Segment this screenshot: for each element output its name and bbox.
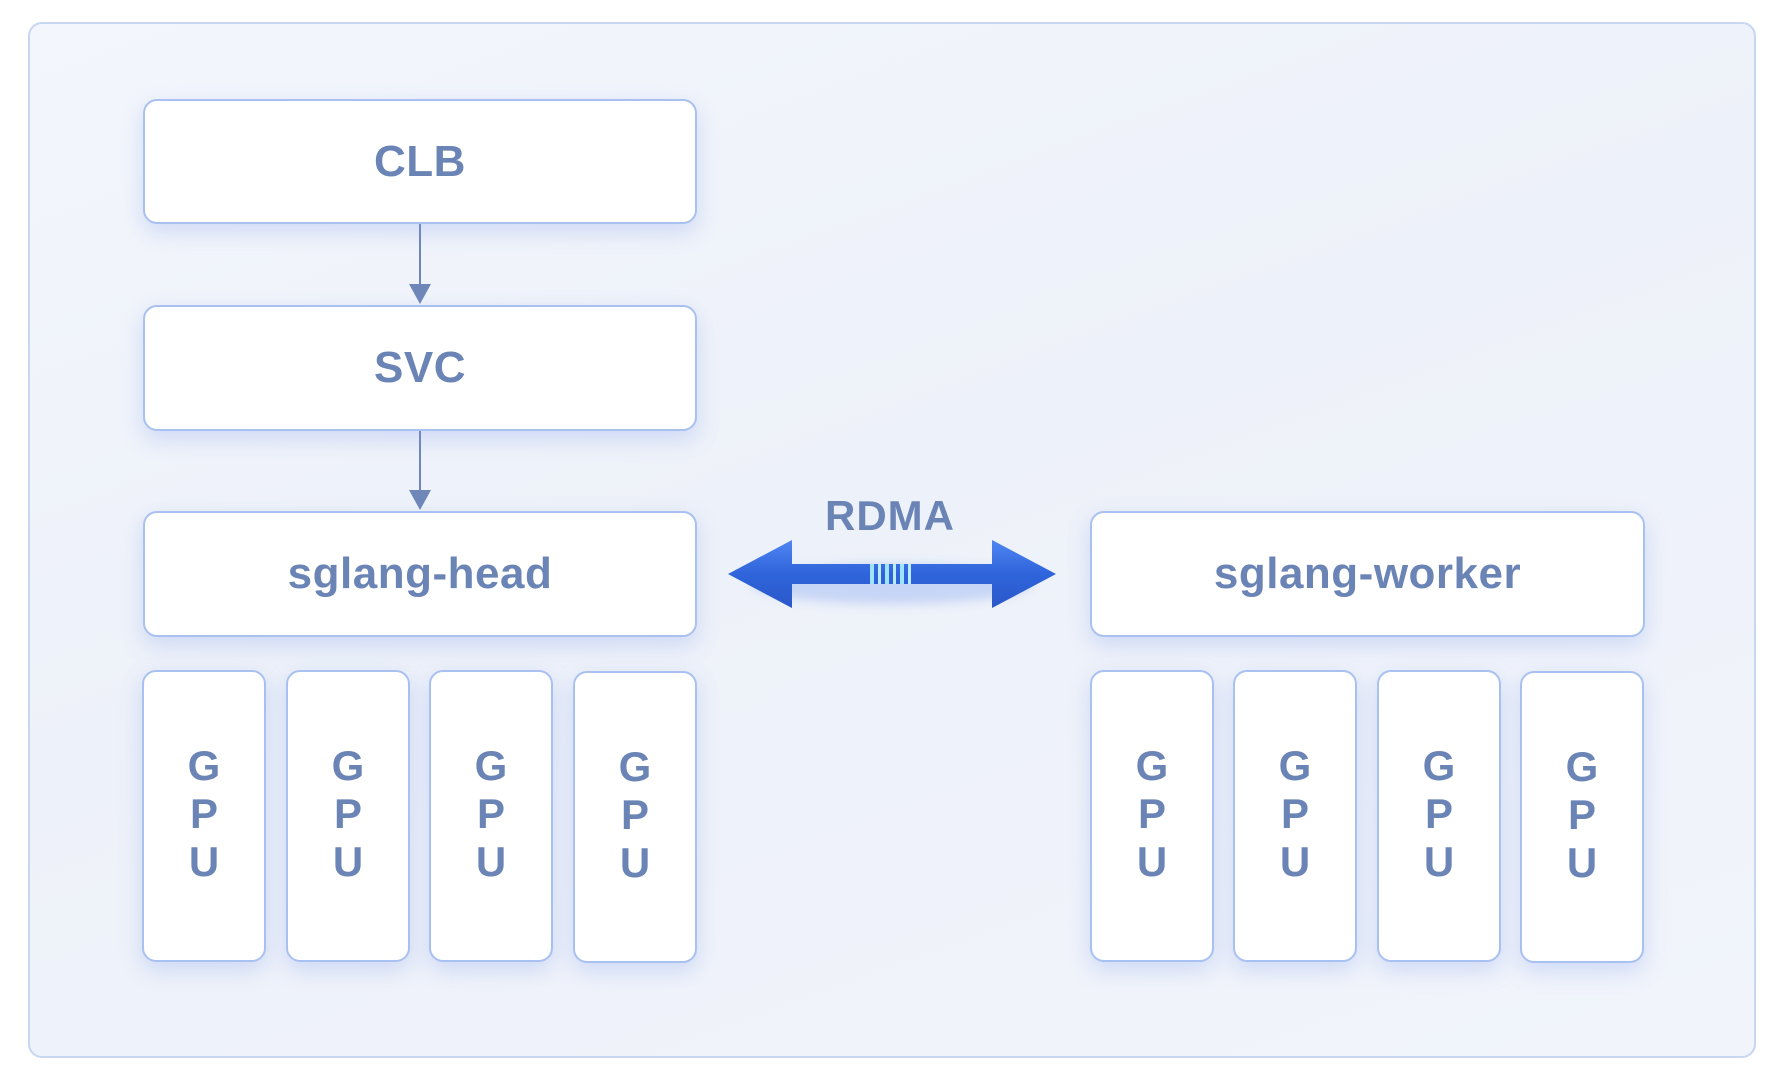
sglang-head-node: sglang-head (143, 511, 697, 637)
head-gpu-1-label: GPU (187, 742, 221, 885)
sglang-head-label: sglang-head (287, 549, 553, 598)
head-gpu-1: GPU (142, 670, 266, 962)
rdma-stripe-5 (900, 564, 904, 584)
sglang-worker-label: sglang-worker (1213, 549, 1522, 598)
clb-node: CLB (143, 99, 697, 224)
head-gpu-2: GPU (286, 670, 410, 962)
rdma-arrow-body (728, 540, 1056, 608)
worker-gpu-3: GPU (1377, 670, 1501, 962)
worker-gpu-4: GPU (1520, 671, 1644, 963)
rdma-stripe-3 (885, 564, 889, 584)
worker-gpu-1-label: GPU (1135, 742, 1169, 885)
head-gpu-4: GPU (573, 671, 697, 963)
head-gpu-4-label: GPU (618, 743, 652, 886)
worker-gpu-1: GPU (1090, 670, 1214, 962)
rdma-stripe-1 (870, 564, 874, 584)
sglang-worker-node: sglang-worker (1090, 511, 1645, 637)
head-gpu-3: GPU (429, 670, 553, 962)
arrowhead-clb-svc (409, 284, 431, 304)
head-gpu-3-label: GPU (474, 742, 508, 885)
rdma-label: RDMA (825, 492, 955, 539)
rdma-stripe-6 (908, 564, 911, 584)
svc-label: SVC (374, 343, 466, 392)
arrowhead-svc-head (409, 490, 431, 510)
head-gpu-2-label: GPU (331, 742, 365, 885)
worker-gpu-4-label: GPU (1565, 743, 1599, 886)
rdma-double-arrow (728, 540, 1056, 608)
worker-gpu-2-label: GPU (1278, 742, 1312, 885)
clb-label: CLB (374, 136, 466, 186)
svc-node: SVC (143, 305, 697, 431)
worker-gpu-2: GPU (1233, 670, 1357, 962)
rdma-stripe-4 (893, 564, 896, 584)
worker-gpu-3-label: GPU (1422, 742, 1456, 885)
rdma-stripe-2 (878, 564, 881, 584)
